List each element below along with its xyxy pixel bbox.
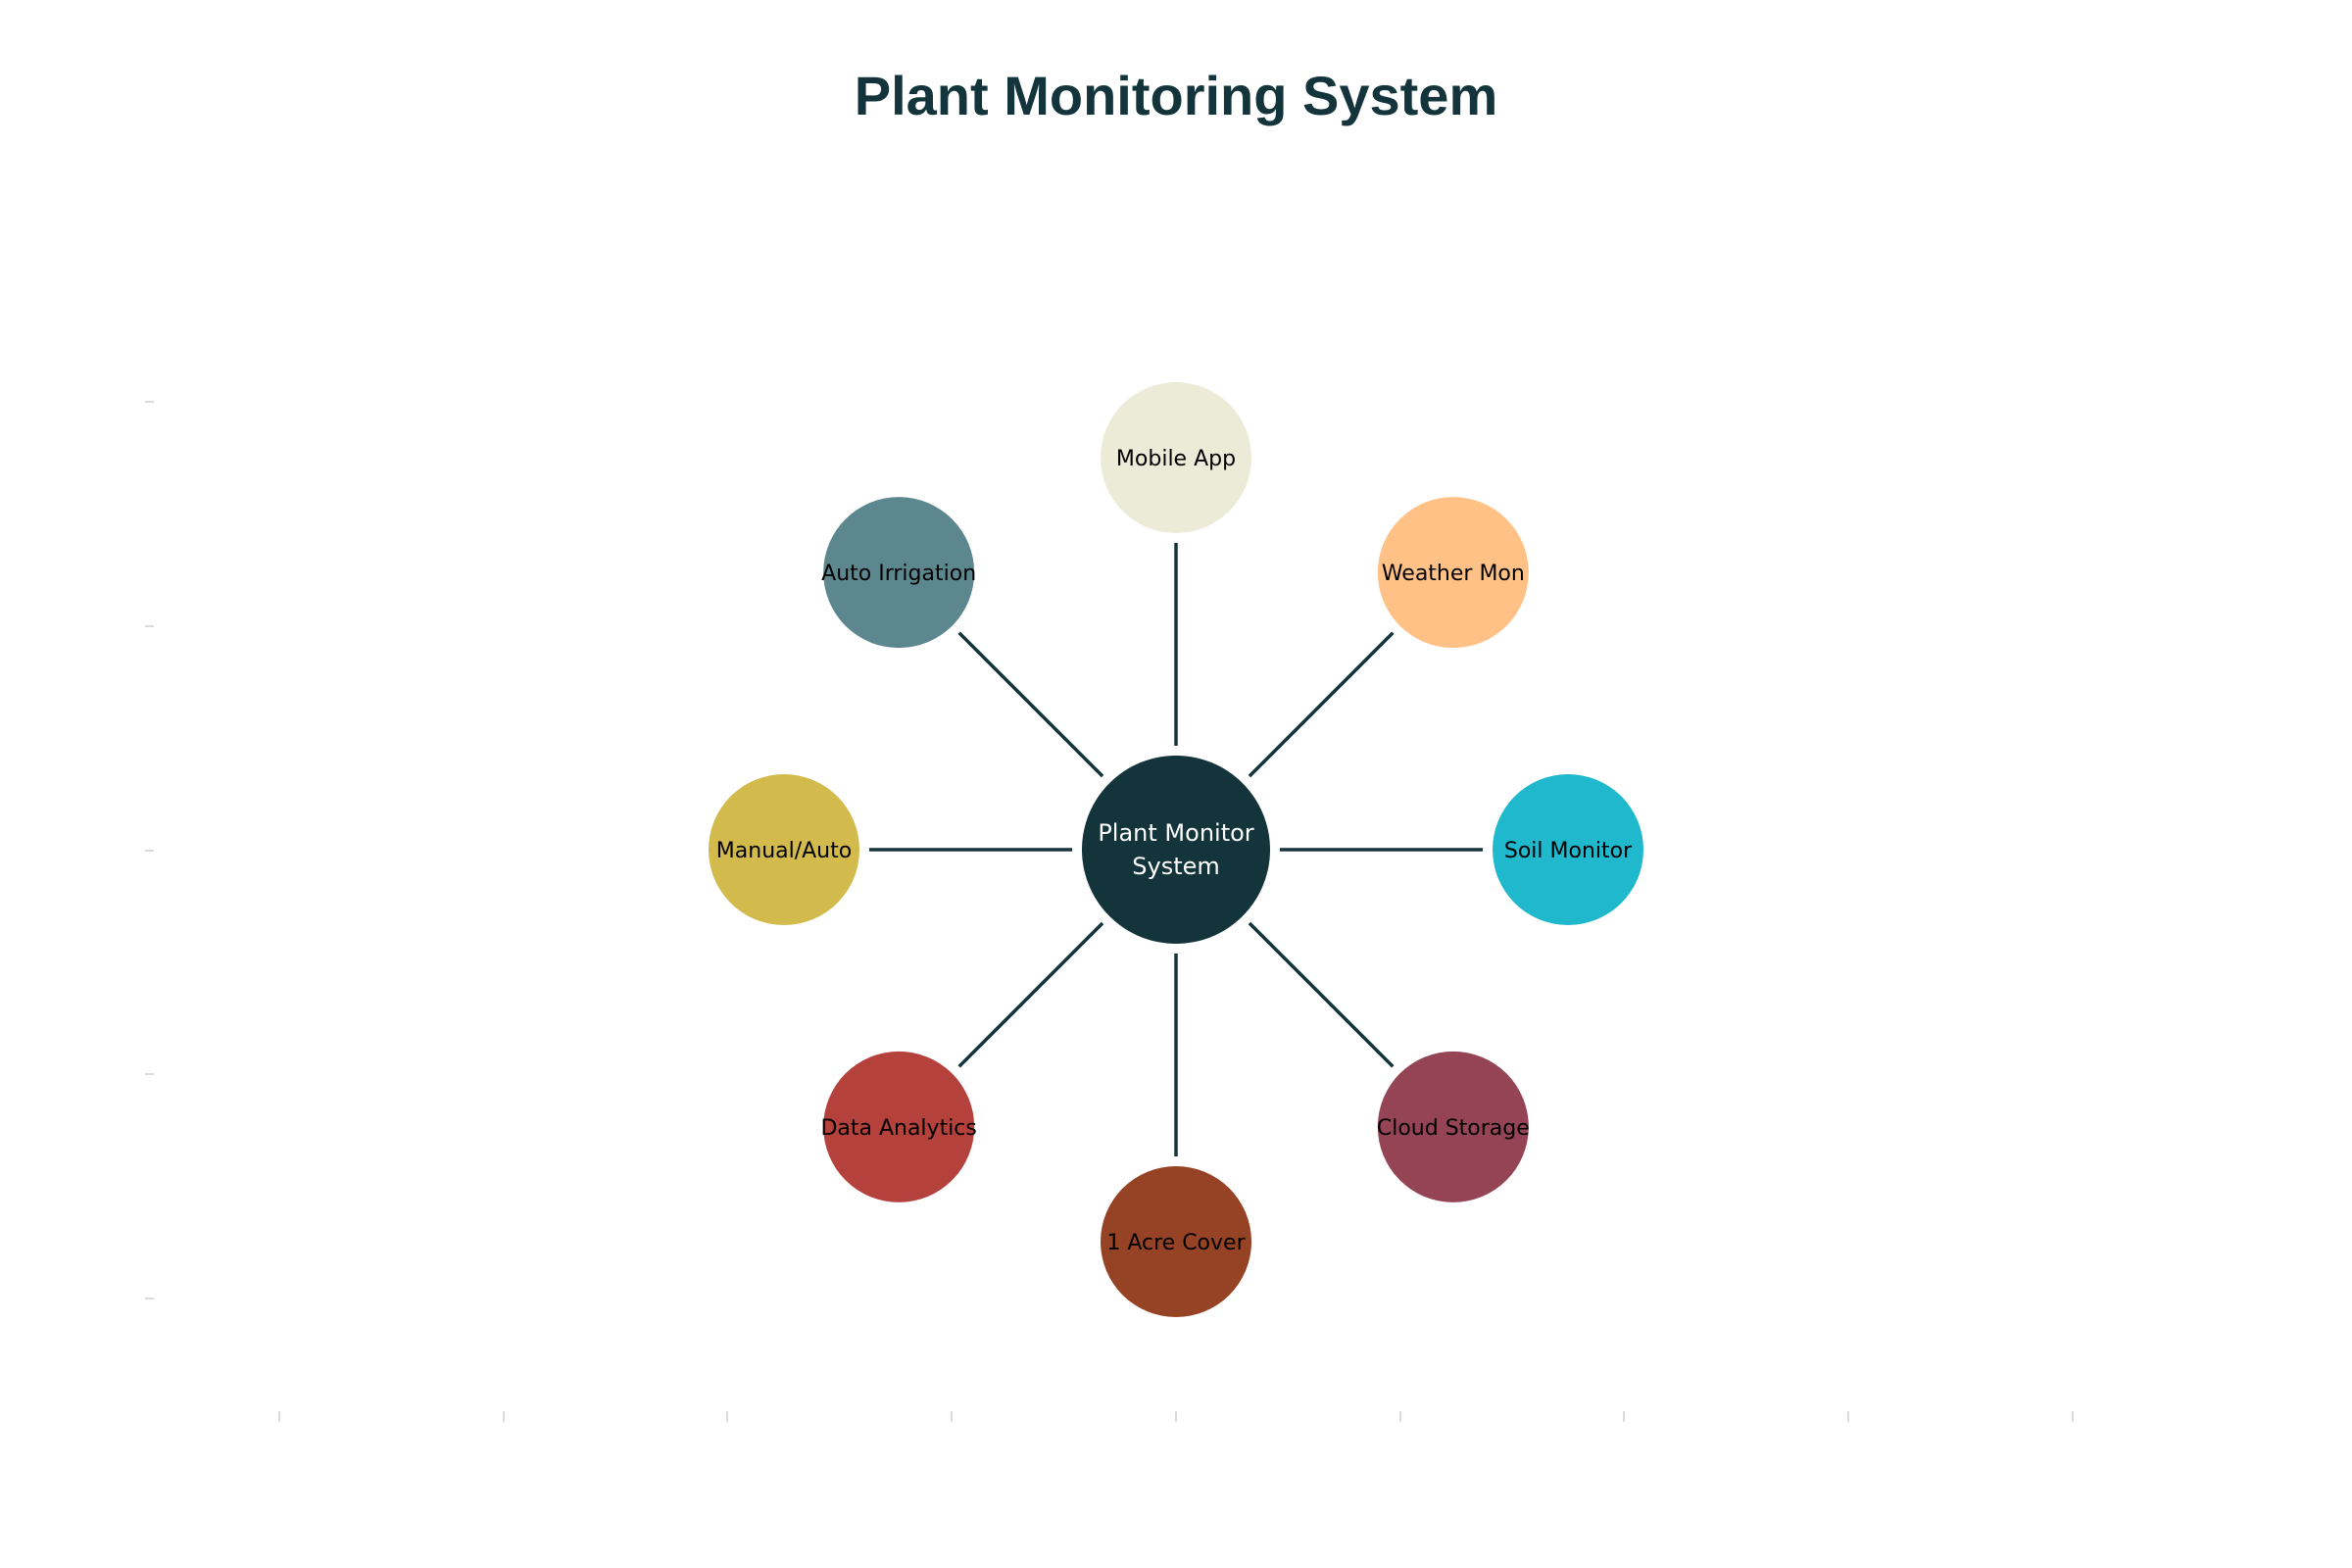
node-mobile-app: Mobile App: [1101, 382, 1251, 533]
center-node-circle: [1082, 756, 1270, 944]
node-label-data-analytics: Data Analytics: [820, 1116, 976, 1141]
node-weather-mon: Weather Mon: [1377, 497, 1529, 649]
node-circle-soil-monitor: [1493, 774, 1643, 925]
node-circle-auto-irrigation: [823, 497, 975, 649]
node-data-analytics: Data Analytics: [820, 1051, 977, 1202]
node-1-acre-cover: 1 Acre Cover: [1101, 1166, 1251, 1317]
center-node-label-line-2: System: [1132, 853, 1220, 880]
node-label-mobile-app: Mobile App: [1116, 447, 1236, 471]
node-auto-irrigation: Auto Irrigation: [821, 497, 976, 649]
node-label-1-acre-cover: 1 Acre Cover: [1106, 1231, 1246, 1255]
connector-data-analytics: [957, 921, 1104, 1068]
node-manual-auto: Manual/Auto: [709, 774, 859, 925]
node-label-auto-irrigation: Auto Irrigation: [821, 562, 976, 586]
connector-lines: [869, 543, 1483, 1156]
axis-ticks: [145, 401, 2074, 1422]
node-circle-1-acre-cover: [1101, 1166, 1251, 1317]
center-node-label-line-1: Plant Monitor: [1098, 819, 1253, 847]
node-circle-cloud-storage: [1377, 1051, 1529, 1202]
diagram-title: Plant Monitoring System: [855, 65, 1498, 126]
connector-cloud-storage: [1248, 921, 1395, 1068]
center-node: Plant Monitor System: [1082, 756, 1270, 944]
node-circle-data-analytics: [823, 1051, 975, 1202]
node-label-manual-auto: Manual/Auto: [716, 839, 852, 863]
node-label-soil-monitor: Soil Monitor: [1504, 839, 1633, 863]
node-label-cloud-storage: Cloud Storage: [1377, 1116, 1530, 1141]
node-soil-monitor: Soil Monitor: [1493, 774, 1643, 925]
node-label-weather-mon: Weather Mon: [1382, 562, 1525, 586]
node-circle-mobile-app: [1101, 382, 1251, 533]
connector-auto-irrigation: [957, 631, 1104, 778]
node-circle-manual-auto: [709, 774, 859, 925]
node-circle-weather-mon: [1377, 497, 1529, 649]
connector-weather-mon: [1248, 631, 1395, 778]
node-cloud-storage: Cloud Storage: [1377, 1051, 1530, 1202]
